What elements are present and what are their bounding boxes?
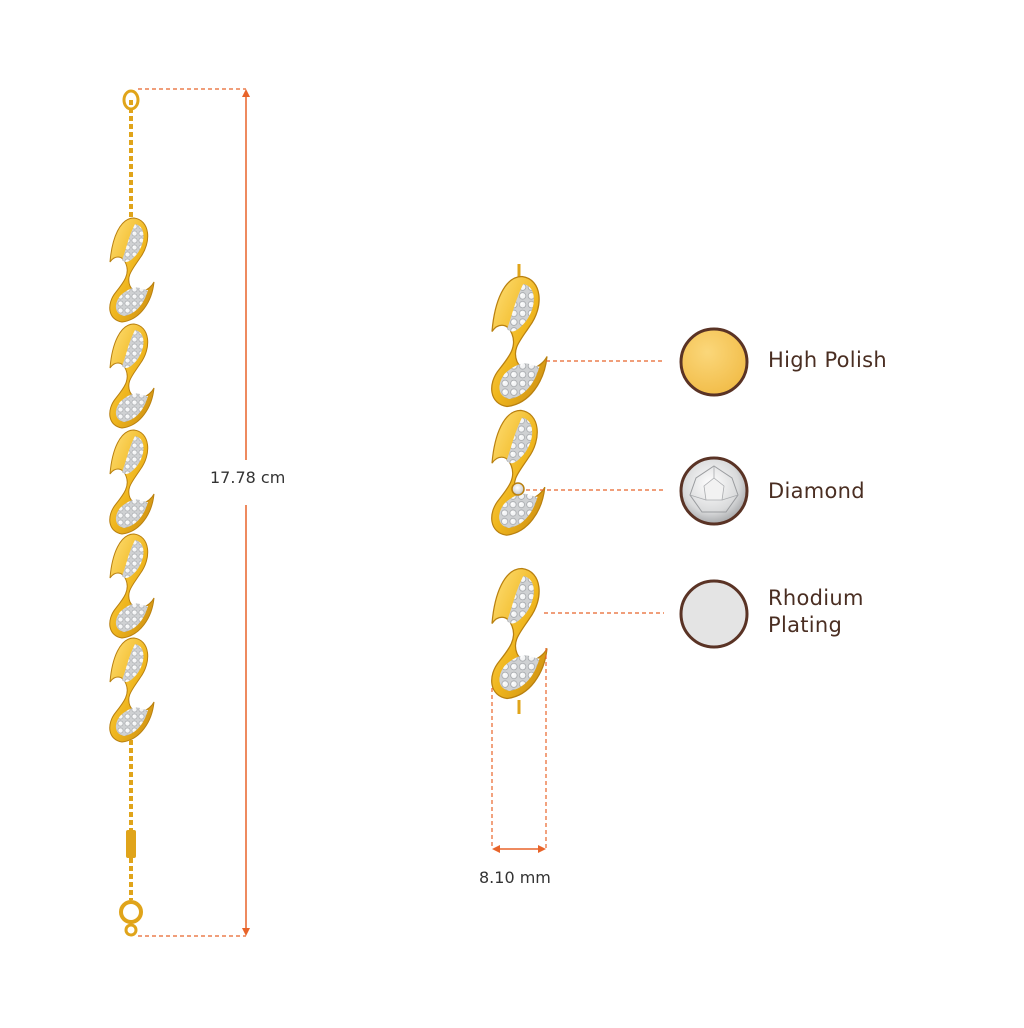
legend-label-line: Diamond — [768, 479, 865, 503]
legend-label-rhodium: Rhodium Plating — [768, 585, 864, 639]
high-polish-swatch-icon — [679, 327, 749, 397]
width-label: 8.10 mm — [479, 868, 551, 887]
full-bracelet — [109, 89, 155, 937]
legend-label-line: Rhodium — [768, 586, 864, 610]
legend-label-diamond: Diamond — [768, 478, 865, 505]
closeup-segment — [491, 264, 548, 714]
length-measure — [138, 88, 250, 937]
diamond-swatch-icon — [679, 456, 749, 526]
legend-label-line: High Polish — [768, 348, 887, 372]
legend-label-high-polish: High Polish — [768, 347, 887, 374]
legend-leaders — [526, 360, 664, 614]
legend-label-line: Plating — [768, 613, 843, 637]
rhodium-swatch-icon — [679, 579, 749, 649]
length-label: 17.78 cm — [210, 468, 286, 487]
width-measure — [491, 648, 547, 853]
